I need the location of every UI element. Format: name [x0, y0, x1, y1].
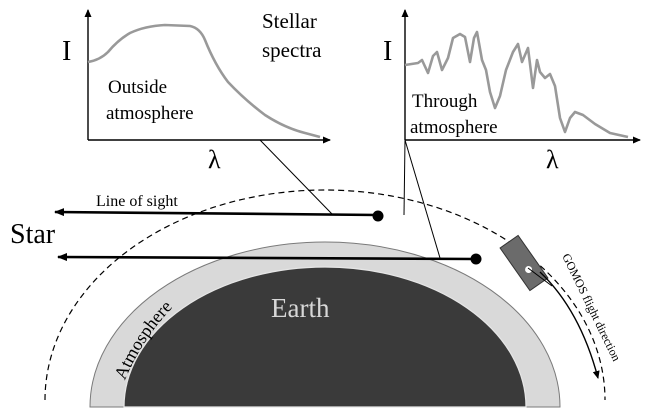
flight-direction-arrow [539, 271, 600, 379]
caption-outside-line2: atmosphere [106, 103, 194, 124]
line-of-sight-upper [54, 208, 379, 217]
title-line2: spectra [262, 38, 322, 62]
axis-label-lambda-left: λ [208, 145, 221, 174]
spectrum-panel-outside: I λ Outside atmosphere [62, 9, 331, 174]
caption-outside-line1: Outside [108, 77, 167, 98]
title-line1: Stellar [262, 9, 317, 33]
caption-through-line2: atmosphere [410, 117, 498, 138]
earth [123, 266, 527, 408]
star-label: Star [10, 219, 56, 250]
spectrum-panel-through: I λ Through atmosphere [383, 9, 641, 174]
satellite-boresight [527, 267, 553, 287]
spectrum-curve-outside [87, 23, 321, 139]
projection-line-right-a [404, 139, 441, 259]
satellite-position-upper [372, 210, 384, 222]
axis-label-lambda-right: λ [546, 145, 559, 174]
spectrum-curve-through [404, 30, 629, 139]
axis-label-i-right: I [383, 36, 392, 67]
axis-label-i-left: I [62, 36, 71, 67]
gomos-satellite [499, 234, 549, 292]
projection-line-right-b [403, 139, 406, 216]
caption-through-line1: Through [412, 91, 478, 112]
line-of-sight-lower [57, 253, 477, 262]
earth-label: Earth [271, 293, 330, 323]
projection-line-left [259, 139, 333, 215]
line-of-sight-label: Line of sight [96, 193, 178, 210]
satellite-position-lower [470, 253, 482, 265]
